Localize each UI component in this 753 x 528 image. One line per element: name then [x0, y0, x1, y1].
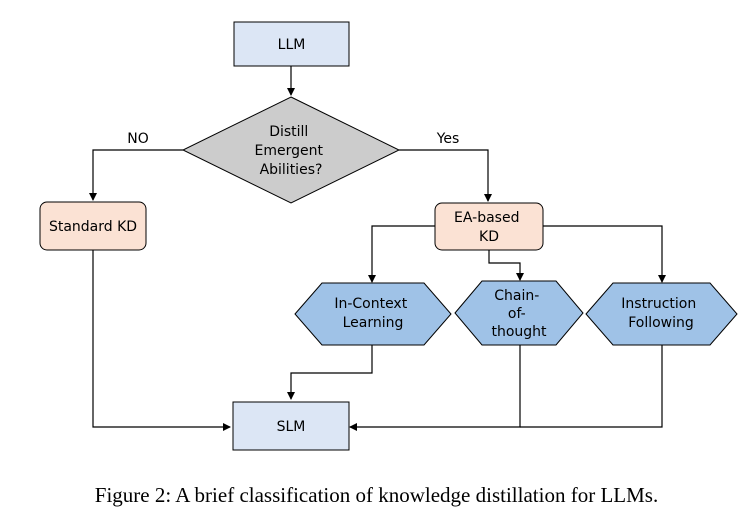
instr-node: Instruction Following: [585, 282, 738, 346]
figure-caption: Figure 2: A brief classification of know…: [94, 483, 659, 507]
instr-line-1: Instruction: [621, 296, 696, 312]
ea-kd-line-2: KD: [479, 229, 499, 245]
edge-label-yes: Yes: [436, 131, 460, 147]
llm-label: LLM: [278, 37, 306, 53]
svg-text:Distill Emergent A: Distill Emergent Abilities?: [255, 124, 328, 178]
icl-node: In-Context Learning: [294, 282, 452, 346]
edges: [89, 66, 666, 431]
edge-standard-kd-to-slm: [92, 250, 231, 431]
edge-ea-kd-to-instr: [543, 225, 666, 283]
svg-text:Chain- of- thought: Chain- of- thought: [491, 288, 547, 340]
decision-line-2: Emergent: [255, 143, 324, 159]
cot-line-1: Chain-: [494, 288, 539, 304]
edge-decision-no-to-standard-kd: [89, 149, 183, 201]
edge-ea-kd-to-cot: [488, 250, 524, 281]
standard-kd-label: Standard KD: [49, 219, 137, 235]
edge-label-no: NO: [127, 131, 149, 147]
svg-text:In-Context Learning: In-Context Learning: [334, 296, 411, 331]
slm-node: SLM: [232, 401, 350, 451]
edge-icl-to-slm: [287, 345, 373, 400]
ea-kd-node: EA-based KD: [434, 202, 544, 251]
slm-label: SLM: [277, 419, 306, 435]
icl-line-1: In-Context: [334, 296, 407, 312]
edge-decision-yes-to-ea-kd: [399, 149, 492, 202]
edge-instr-to-slm: [520, 345, 663, 428]
decision-line-3: Abilities?: [260, 162, 323, 178]
decision-line-1: Distill: [269, 124, 308, 140]
svg-text:EA-based KD: EA-based KD: [454, 210, 524, 245]
llm-node: LLM: [233, 21, 350, 67]
edge-ea-kd-to-icl: [368, 225, 435, 283]
cot-line-2: of-: [508, 306, 526, 322]
cot-line-3: thought: [491, 324, 547, 340]
decision-node: Distill Emergent Abilities?: [181, 96, 401, 204]
instr-line-2: Following: [628, 315, 694, 331]
svg-text:Instruction Following: Instruction Following: [621, 296, 700, 331]
cot-node: Chain- of- thought: [454, 280, 584, 346]
edge-cot-to-slm: [349, 345, 521, 431]
standard-kd-node: Standard KD: [39, 201, 147, 251]
ea-kd-line-1: EA-based: [454, 210, 519, 226]
icl-line-2: Learning: [343, 315, 404, 331]
